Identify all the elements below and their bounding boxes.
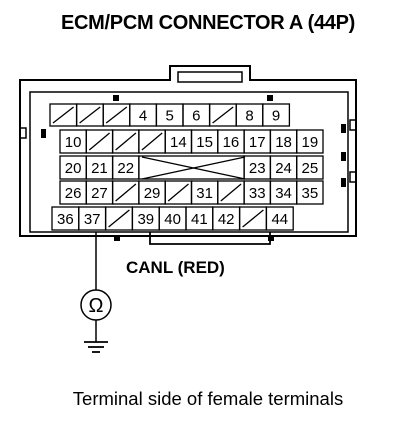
terminal-number: 29 xyxy=(144,185,161,202)
terminal-15: 15 xyxy=(190,129,219,154)
terminal-number: 16 xyxy=(223,134,240,151)
terminal-36: 36 xyxy=(51,206,80,231)
blank-slash xyxy=(242,209,264,228)
terminal-number: 20 xyxy=(65,160,82,177)
terminal-grid: 4 5 6 8 9 10 14 15 16 17 18 19 20 21 22 23 24 25 26 27 29 31 3… xyxy=(49,103,324,231)
probe-lead xyxy=(80,232,112,353)
terminal-number: 42 xyxy=(218,211,235,228)
terminal-blank xyxy=(111,129,140,154)
blank-slash xyxy=(141,132,163,151)
terminal-4: 4 xyxy=(129,103,158,127)
terminal-blank xyxy=(111,180,140,205)
terminal-25: 25 xyxy=(296,155,324,180)
terminal-22: 22 xyxy=(111,155,140,180)
terminal-17: 17 xyxy=(243,129,272,154)
terminal-40: 40 xyxy=(158,206,187,231)
terminal-blank xyxy=(102,103,131,127)
blank-slash xyxy=(212,106,234,124)
terminal-number: 37 xyxy=(84,211,101,228)
blank-slash xyxy=(52,106,74,124)
terminal-6: 6 xyxy=(182,103,211,127)
terminal-27: 27 xyxy=(85,180,114,205)
terminal-number: 33 xyxy=(249,185,266,202)
terminal-blank xyxy=(75,103,104,127)
terminal-24: 24 xyxy=(269,155,298,180)
ohm-icon: Ω xyxy=(89,295,104,317)
terminal-23: 23 xyxy=(243,155,272,180)
terminal-blank xyxy=(104,206,134,231)
terminal-number: 6 xyxy=(192,108,200,125)
terminal-31: 31 xyxy=(190,180,219,205)
terminal-16: 16 xyxy=(217,129,245,154)
terminal-number: 44 xyxy=(271,211,288,228)
blank-slash xyxy=(88,132,111,151)
blank-slash xyxy=(115,132,137,151)
terminal-33: 33 xyxy=(243,180,272,205)
terminal-number: 36 xyxy=(57,211,74,228)
blank-slash xyxy=(220,183,242,202)
terminal-number: 23 xyxy=(249,160,266,177)
terminal-blank xyxy=(217,180,245,205)
terminal-number: 9 xyxy=(272,108,280,125)
terminal-blank xyxy=(164,180,193,205)
terminal-19: 19 xyxy=(296,129,324,154)
terminal-18: 18 xyxy=(269,129,298,154)
terminal-number: 5 xyxy=(166,108,174,125)
terminal-blank xyxy=(238,206,268,231)
wire-label: CANL (RED) xyxy=(126,258,225,277)
terminal-8: 8 xyxy=(235,103,264,127)
terminal-number: 8 xyxy=(245,108,253,125)
blank-slash xyxy=(115,183,137,202)
blank-slash xyxy=(167,183,189,202)
terminal-number: 34 xyxy=(275,185,292,202)
terminal-number: 17 xyxy=(249,134,266,151)
blank-slash xyxy=(79,106,101,124)
terminal-blank xyxy=(49,103,78,127)
terminal-39: 39 xyxy=(131,206,160,231)
terminal-number: 18 xyxy=(275,134,292,151)
terminal-42: 42 xyxy=(212,206,241,231)
terminal-blank xyxy=(138,129,166,154)
terminal-21: 21 xyxy=(85,155,114,180)
terminal-26: 26 xyxy=(59,180,87,205)
terminal-number: 41 xyxy=(191,211,208,228)
terminal-10: 10 xyxy=(59,129,87,154)
terminal-number: 25 xyxy=(302,160,319,177)
terminal-blank xyxy=(85,129,114,154)
terminal-number: 10 xyxy=(65,134,82,151)
terminal-number: 14 xyxy=(170,134,187,151)
terminal-number: 40 xyxy=(164,211,181,228)
terminal-number: 15 xyxy=(196,134,213,151)
terminal-number: 35 xyxy=(302,185,319,202)
housing-keys xyxy=(41,95,346,241)
terminal-blank-merged xyxy=(138,155,245,180)
terminal-number: 21 xyxy=(91,160,108,177)
terminal-35: 35 xyxy=(296,180,324,205)
terminal-number: 19 xyxy=(302,134,319,151)
terminal-number: 26 xyxy=(65,185,82,202)
blank-slash xyxy=(105,106,128,124)
terminal-number: 24 xyxy=(275,160,292,177)
center-blank-cross xyxy=(141,156,246,180)
terminal-44: 44 xyxy=(265,206,294,231)
blank-slash xyxy=(108,209,130,228)
terminal-number: 22 xyxy=(117,160,134,177)
terminal-29: 29 xyxy=(138,180,166,205)
diagram-title: ECM/PCM CONNECTOR A (44P) xyxy=(60,12,355,34)
terminal-14: 14 xyxy=(164,129,193,154)
terminal-number: 27 xyxy=(91,185,108,202)
terminal-34: 34 xyxy=(269,180,298,205)
terminal-20: 20 xyxy=(59,155,87,180)
terminal-number: 39 xyxy=(137,211,154,228)
terminal-number: 4 xyxy=(139,108,147,125)
terminal-37: 37 xyxy=(78,206,107,231)
terminal-41: 41 xyxy=(185,206,214,231)
terminal-5: 5 xyxy=(155,103,184,127)
terminal-blank xyxy=(208,103,237,127)
caption: Terminal side of female terminals xyxy=(72,388,344,409)
terminal-9: 9 xyxy=(262,103,291,127)
terminal-number: 31 xyxy=(196,185,213,202)
